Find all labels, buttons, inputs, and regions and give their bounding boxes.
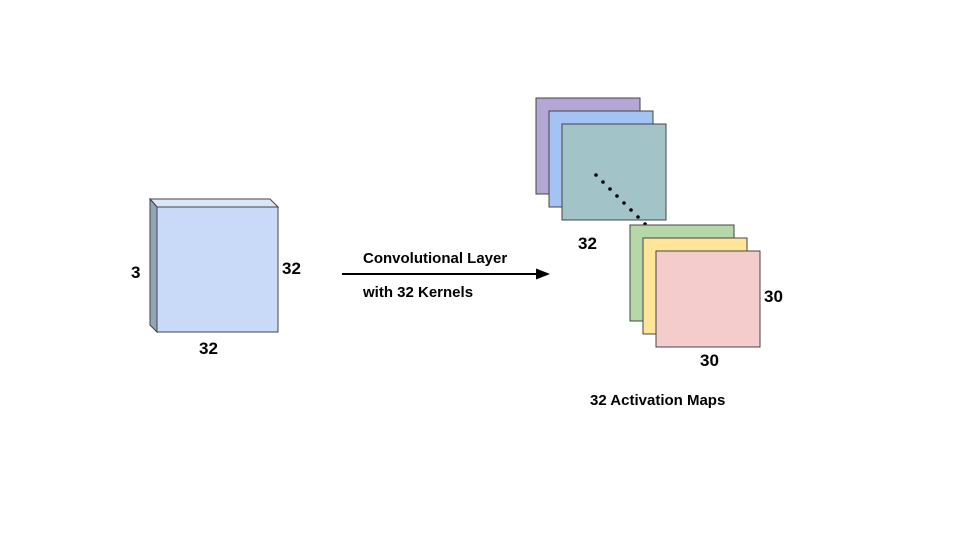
input-volume-front-face: [156, 206, 279, 333]
activation-maps-front-group: [629, 224, 761, 348]
input-volume-top-face: [148, 198, 280, 208]
activation-map: [655, 250, 761, 348]
arrow-head: [536, 268, 550, 280]
input-volume: [148, 197, 280, 334]
operation-label-line1: Convolutional Layer: [363, 250, 508, 267]
input-volume-side-face: [149, 197, 158, 334]
convolution-arrow: [342, 268, 550, 280]
activation-map: [561, 123, 667, 221]
input-height-label: 32: [282, 259, 301, 278]
activation-maps-back-group: [535, 97, 667, 221]
input-depth-label: 3: [131, 263, 141, 282]
input-width-label: 32: [199, 339, 218, 358]
operation-label-line2: with 32 Kernels: [363, 284, 474, 301]
output-caption: 32 Activation Maps: [590, 392, 726, 409]
output-width-label: 30: [700, 351, 719, 370]
output-group-label: 32: [578, 234, 597, 253]
output-height-label: 30: [764, 287, 783, 306]
